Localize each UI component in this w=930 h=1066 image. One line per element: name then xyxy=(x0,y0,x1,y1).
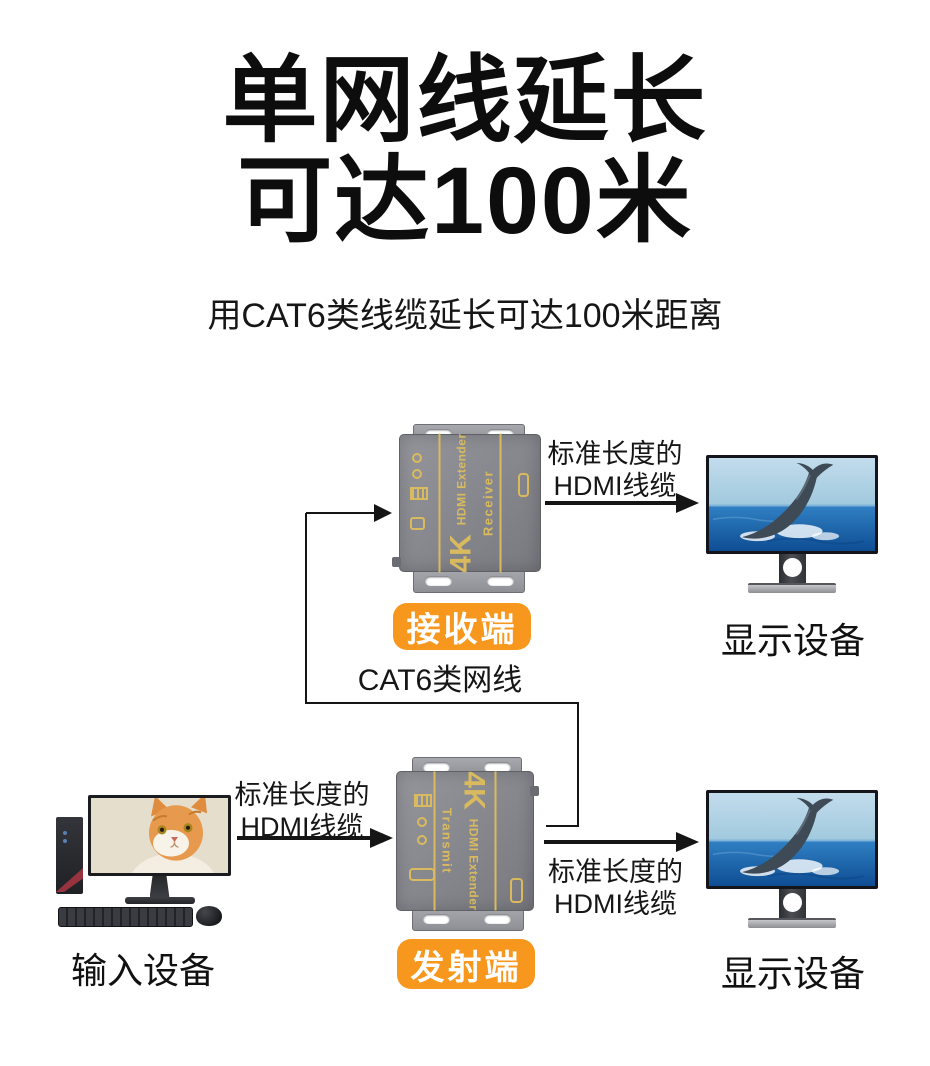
mount-hole xyxy=(484,914,511,924)
monitor-base xyxy=(748,918,836,928)
page-title: 单网线延长 可达100米 xyxy=(0,48,930,254)
usb-port-icon xyxy=(63,831,67,835)
whale-image xyxy=(709,793,875,886)
power-jack-icon xyxy=(392,557,401,567)
label-hdmi-input-line2: HDMI线缆 xyxy=(240,812,364,843)
pc-monitor xyxy=(88,795,231,904)
label-display-top: 显示设备 xyxy=(720,620,865,661)
ir-port-icon xyxy=(410,517,425,530)
transmitter-print-main: 4K HDMI Extender xyxy=(457,771,491,910)
monitor-bezel xyxy=(88,795,231,876)
receiver-product-label: HDMI Extender xyxy=(454,433,469,526)
hdmi-out-port-icon xyxy=(518,473,529,497)
dip-switch-icon xyxy=(414,794,432,807)
pc-mouse xyxy=(196,906,222,926)
led-icon xyxy=(417,835,427,845)
display-monitor-bottom xyxy=(706,790,878,928)
transmitter-product-label: HDMI Extender xyxy=(466,818,481,911)
pc-keyboard xyxy=(58,907,193,927)
transmitter-device: 4K HDMI Extender Transmit xyxy=(396,755,539,931)
mount-hole xyxy=(484,762,511,772)
mount-hole xyxy=(423,762,450,772)
label-hdmi-bottom-line1: 标准长度的 xyxy=(548,857,683,887)
receiver-4k-label: 4K xyxy=(444,534,478,573)
label-hdmi-cable-input: 标准长度的 HDMI线缆 xyxy=(222,779,382,844)
label-hdmi-cable-top: 标准长度的 HDMI线缆 xyxy=(515,438,715,503)
cat-image xyxy=(91,798,228,873)
monitor-stand xyxy=(778,554,806,585)
receiver-print: 4K HDMI Extender Receiver xyxy=(435,433,506,572)
transmitter-print: 4K HDMI Extender Transmit xyxy=(430,771,501,910)
monitor-bezel xyxy=(706,790,878,889)
tower-accent xyxy=(56,868,83,892)
label-hdmi-cable-bottom: 标准长度的 HDMI线缆 xyxy=(533,856,698,921)
transmitter-4k-label: 4K xyxy=(457,771,491,810)
dip-switch-icon xyxy=(410,487,428,500)
page-subtitle: 用CAT6类线缆延长可达100米距离 xyxy=(207,297,723,335)
hdmi-in-port-icon xyxy=(409,868,435,881)
monitor-bezel xyxy=(706,455,878,554)
monitor-base xyxy=(124,897,195,904)
receiver-print-main: 4K HDMI Extender xyxy=(445,433,479,572)
receiver-body: 4K HDMI Extender Receiver xyxy=(392,433,541,573)
stand-hole xyxy=(782,558,802,577)
display-monitor-top xyxy=(706,455,878,593)
label-display-bottom: 显示设备 xyxy=(720,953,865,994)
title-line-1: 单网线延长 xyxy=(222,48,708,154)
label-hdmi-input-line1: 标准长度的 xyxy=(234,780,370,810)
monitor-base xyxy=(748,583,836,593)
monitor-stand xyxy=(778,889,806,920)
transmitter-role-label: Transmit xyxy=(439,807,455,875)
hdmi-arrow-bottom xyxy=(544,832,699,852)
transmitter-badge: 发射端 xyxy=(397,939,535,989)
led-icon xyxy=(412,469,422,479)
title-line-2: 可达100米 xyxy=(237,147,693,254)
hdmi-out-port-icon xyxy=(510,878,523,903)
label-hdmi-top-line2: HDMI线缆 xyxy=(553,471,677,502)
label-input-device: 输入设备 xyxy=(70,950,215,991)
label-cat6-cable: CAT6类网线 xyxy=(357,664,523,697)
label-hdmi-bottom-line2: HDMI线缆 xyxy=(554,889,677,920)
receiver-device: 4K HDMI Extender Receiver xyxy=(392,424,541,594)
receiver-role-label: Receiver xyxy=(480,469,496,537)
stand-hole xyxy=(782,893,802,912)
led-icon xyxy=(412,453,422,463)
monitor-stand xyxy=(149,876,170,898)
pc-tower xyxy=(56,817,83,894)
led-icon xyxy=(417,817,427,827)
mount-hole xyxy=(425,576,452,586)
receiver-badge: 接收端 xyxy=(393,603,531,650)
power-jack-icon xyxy=(530,786,539,796)
usb-port-icon xyxy=(63,839,67,843)
transmitter-body: 4K HDMI Extender Transmit xyxy=(396,771,539,911)
label-hdmi-top-line1: 标准长度的 xyxy=(547,439,683,469)
mount-hole xyxy=(487,576,514,586)
mount-hole xyxy=(423,914,450,924)
whale-image xyxy=(709,458,875,551)
